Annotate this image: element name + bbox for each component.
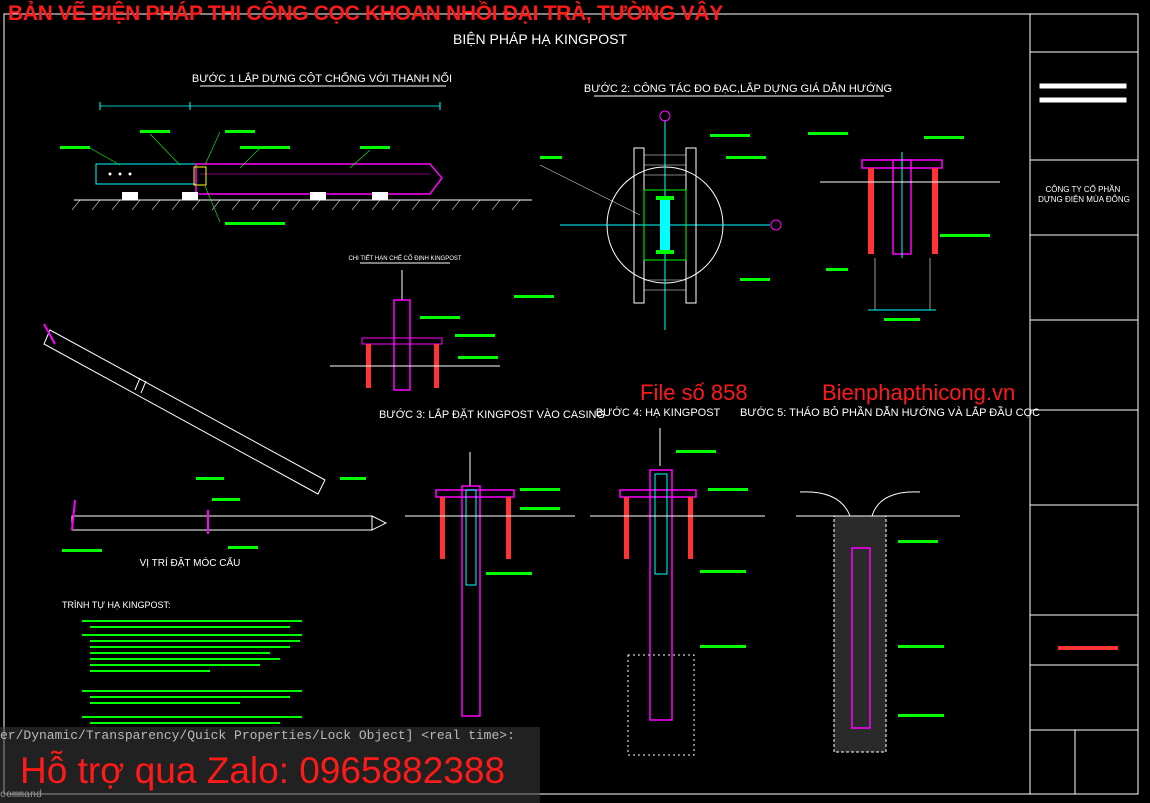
banner-top-title: BẢN VẼ BIỆN PHÁP THI CÔNG CỌC KHOAN NHỒI… [8, 2, 723, 25]
detail-drawing [330, 270, 500, 391]
main-title: BIỆN PHÁP HẠ KINGPOST [453, 31, 627, 47]
banner-zalo-support: Hỗ trợ qua Zalo: 0965882388 [20, 750, 506, 791]
step2-plan-view [514, 110, 782, 330]
command-line-text: er/Dynamic/Transparency/Quick Properties… [0, 728, 515, 743]
detail-title: CHI TIẾT HẠN CHẾ CỐ ĐỊNH KINGPOST [348, 255, 461, 262]
title-block-company: CÔNG TY CỔ PHẦN DỰNG ĐIỆN MÙA ĐÔNG [1038, 184, 1130, 204]
drawing-frame [3, 13, 1139, 795]
step2-section-view [808, 132, 1000, 321]
title-block [1029, 14, 1138, 794]
command-prompt[interactable]: command [0, 790, 43, 801]
sequence-title: TRÌNH TỰ HẠ KINGPOST: [62, 600, 171, 610]
step3-drawing [405, 452, 575, 717]
banner-website: Bienphapthicong.vn [822, 380, 1016, 405]
step5-drawing [796, 491, 960, 753]
step2-title: BƯỚC 2: CÔNG TÁC ĐO ĐẠC,LẮP DỰNG GIÁ DẪN… [584, 82, 892, 95]
hook-diagram [43, 323, 388, 552]
sequence-notes [82, 620, 302, 724]
hook-position-title: VỊ TRÍ ĐẶT MÓC CẨU [140, 556, 241, 569]
step5-title: BƯỚC 5: THÁO BỎ PHẦN DẪN HƯỚNG VÀ LẮP ĐẦ… [740, 406, 1040, 419]
command-line-panel[interactable] [0, 727, 540, 803]
step4-drawing [590, 428, 765, 756]
step3-title: BƯỚC 3: LẮP ĐẶT KINGPOST VÀO CASING [379, 408, 605, 421]
step1-drawing [60, 102, 532, 225]
step4-title: BƯỚC 4: HẠ KINGPOST [596, 406, 721, 419]
banner-file-number: File số 858 [640, 380, 748, 405]
step1-title: BƯỚC 1 LẮP DỰNG CỘT CHỐNG VỚI THANH NỐI [192, 71, 452, 85]
